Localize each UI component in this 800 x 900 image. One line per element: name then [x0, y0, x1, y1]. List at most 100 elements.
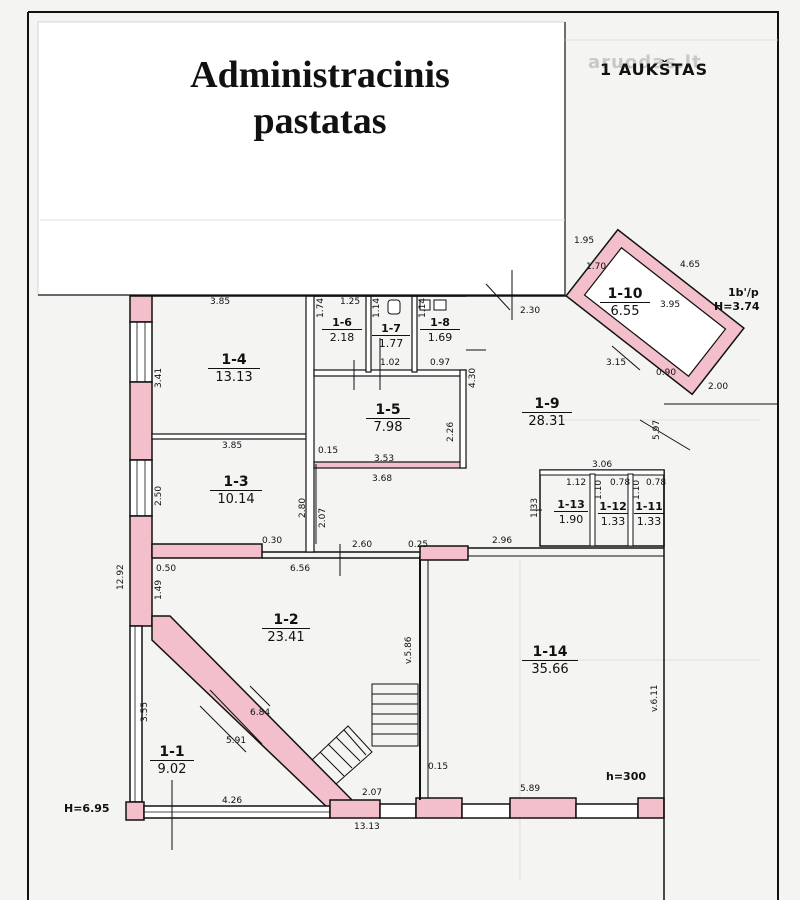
dimension-label: 1.02 — [380, 358, 401, 368]
dimension-label: 2.50 — [154, 485, 164, 506]
dimension-label: 0.25 — [408, 540, 429, 550]
room-id: 1-11 — [635, 500, 663, 513]
dimension-label: 0.30 — [262, 536, 283, 546]
dimension-label: 1.25 — [340, 297, 361, 307]
dimension-label: 1.14 — [418, 297, 428, 318]
room-area: 6.55 — [600, 302, 650, 319]
dimension-label: 6.84 — [250, 708, 271, 718]
room-1-8: 1-8 1.69 — [420, 316, 460, 344]
dimension-label: 1.33 — [530, 497, 540, 518]
room-area: 1.33 — [598, 513, 628, 528]
dimension-label: 1.12 — [566, 478, 587, 488]
dimension-label: 3.95 — [660, 300, 681, 310]
dimension-label: 1.70 — [586, 262, 607, 272]
dimension-label: 0.90 — [656, 368, 677, 378]
dimension-label: 3.85 — [210, 297, 231, 307]
stairs — [311, 683, 419, 785]
dimension-label: 3.41 — [154, 367, 164, 388]
dimension-label: 0.78 — [610, 478, 631, 488]
room-1-10: 1-10 6.55 — [600, 286, 650, 319]
room-id: 1-1 — [159, 744, 185, 760]
dimension-label: 12.92 — [116, 564, 126, 590]
height-label-left: H=6.95 — [64, 802, 110, 815]
dimension-label: 1.74 — [316, 297, 326, 318]
room-1-13: 1-13 1.90 — [554, 498, 588, 526]
room-id: 1-8 — [430, 316, 450, 329]
room-1-2: 1-2 23.41 — [262, 612, 310, 645]
dimension-label: 2.26 — [446, 421, 456, 442]
dimension-label: 1.95 — [574, 236, 595, 246]
dimension-label: v.6.11 — [650, 684, 660, 712]
room-area: 2.18 — [322, 329, 362, 344]
height-label-tower: H=3.74 — [714, 300, 760, 313]
height-label-room: h=300 — [606, 770, 647, 783]
dimension-label: 1.10 — [632, 479, 642, 500]
room-id: 1-14 — [532, 644, 568, 660]
room-1-9: 1-9 28.31 — [522, 396, 572, 429]
dimension-label: 2.07 — [362, 788, 383, 798]
room-area: 10.14 — [210, 490, 262, 507]
dimension-label: 13.13 — [354, 822, 380, 832]
dimension-label: 1.10 — [594, 479, 604, 500]
dimension-label: 1.49 — [154, 579, 164, 600]
dimension-label: 4.30 — [468, 367, 478, 388]
dimension-label: 0.15 — [318, 446, 339, 456]
dimension-label: 5.91 — [226, 736, 247, 746]
room-area: 1.33 — [634, 513, 664, 528]
sanitary-fixtures — [387, 299, 447, 315]
room-id: 1-3 — [223, 474, 249, 490]
room-1-5: 1-5 7.98 — [366, 402, 410, 435]
dimension-label: 0.50 — [156, 564, 177, 574]
room-id: 1-2 — [273, 612, 299, 628]
room-id: 1-4 — [221, 352, 247, 368]
dimension-label: 5.89 — [520, 784, 541, 794]
room-area: 35.66 — [522, 660, 578, 677]
dimension-label: 3.15 — [606, 358, 627, 368]
dimension-label: 0.15 — [428, 762, 449, 772]
room-1-14: 1-14 35.66 — [522, 644, 578, 677]
room-1-12: 1-12 1.33 — [598, 500, 628, 528]
room-area: 9.02 — [150, 760, 194, 777]
room-area: 1.77 — [372, 335, 410, 350]
dimension-label: 6.56 — [290, 564, 311, 574]
room-area: 1.69 — [420, 329, 460, 344]
dimension-label: 4.65 — [680, 260, 701, 270]
room-1-1: 1-1 9.02 — [150, 744, 194, 777]
tower-note: 1b'/p — [728, 286, 759, 299]
dimension-label: 4.26 — [222, 796, 243, 806]
dimension-label: 2.60 — [352, 540, 373, 550]
dimension-label: 0.78 — [646, 478, 667, 488]
room-area: 1.90 — [554, 511, 588, 526]
room-id: 1-5 — [375, 402, 401, 418]
room-1-11: 1-11 1.33 — [634, 500, 664, 528]
page-title: Administracinis pastatas — [130, 52, 510, 144]
title-line-1: Administracinis — [190, 54, 450, 96]
title-block — [37, 21, 566, 296]
room-1-3: 1-3 10.14 — [210, 474, 262, 507]
room-area: 7.98 — [366, 418, 410, 435]
dimension-label: 0.97 — [430, 358, 451, 368]
dimension-label: 2.96 — [492, 536, 513, 546]
room-1-4: 1-4 13.13 — [208, 352, 260, 385]
dimension-label: 2.00 — [708, 382, 729, 392]
dimension-label: 3.06 — [592, 460, 613, 470]
dimension-label: 3.53 — [374, 454, 395, 464]
room-area: 13.13 — [208, 368, 260, 385]
dimension-label: 3.55 — [140, 701, 150, 722]
dimension-label: v.5.86 — [404, 636, 414, 664]
dimension-label: 5.97 — [652, 419, 662, 440]
dimension-label: 3.68 — [372, 474, 393, 484]
room-id: 1-12 — [599, 500, 627, 513]
floor-label: 1 AUKŠTAS — [600, 60, 709, 79]
title-line-2: pastatas — [253, 100, 387, 142]
room-id: 1-10 — [607, 286, 643, 302]
dimension-label: 3.85 — [222, 441, 243, 451]
room-1-6: 1-6 2.18 — [322, 316, 362, 344]
room-id: 1-6 — [332, 316, 352, 329]
dimension-label: 2.07 — [318, 507, 328, 528]
walls — [125, 228, 778, 900]
room-area: 23.41 — [262, 628, 310, 645]
room-id: 1-9 — [534, 396, 560, 412]
dimension-label: 2.30 — [520, 306, 541, 316]
